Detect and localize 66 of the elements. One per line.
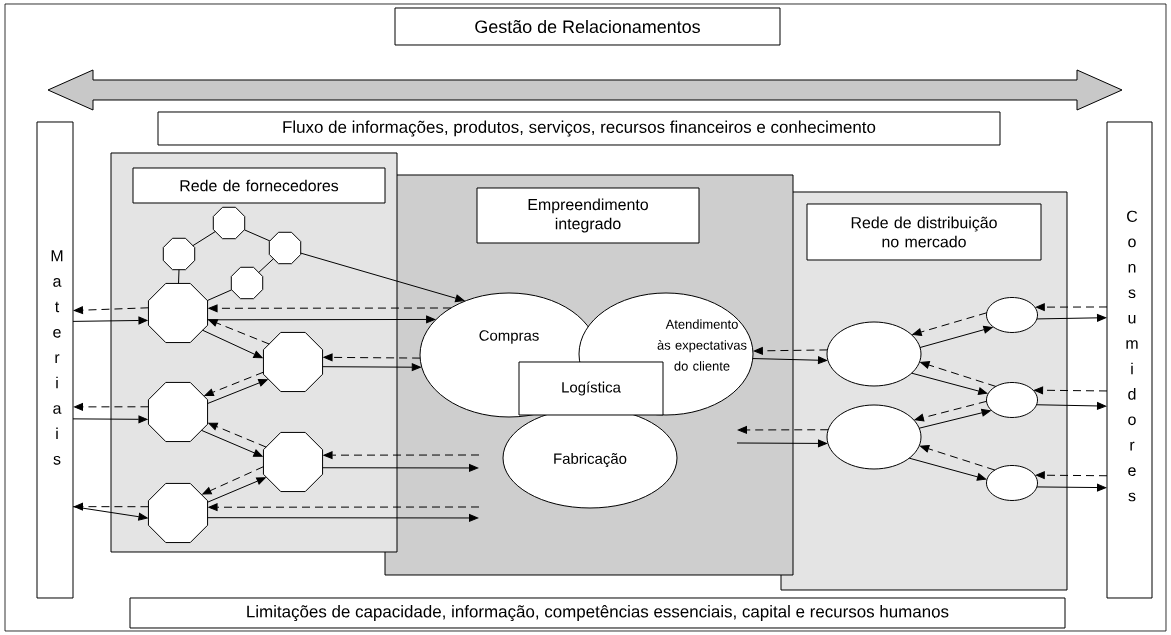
dashed-arrow — [323, 353, 421, 362]
connector-line — [243, 229, 271, 242]
dashed-arrow — [208, 319, 270, 345]
dashed-arrow — [1035, 471, 1108, 480]
arrow — [736, 439, 828, 448]
heading-box: Empreendimento integrado — [476, 187, 700, 244]
arrow — [322, 363, 421, 372]
arrow — [202, 329, 263, 359]
arrow — [72, 316, 148, 325]
double-arrow — [47, 69, 1123, 111]
ellipse — [986, 297, 1038, 333]
heading-box: Rede de distribuição no mercado — [806, 203, 1042, 261]
arrow — [752, 356, 828, 365]
arrow — [207, 514, 479, 522]
arrow — [1036, 313, 1107, 322]
dashed-arrow — [920, 361, 997, 387]
dashed-arrow — [1035, 303, 1108, 311]
label-box: Logística — [518, 361, 664, 416]
arrow — [207, 379, 268, 404]
arrow — [1036, 402, 1107, 410]
arrow — [201, 429, 263, 457]
ellipse — [986, 382, 1038, 418]
connector-line — [178, 269, 180, 284]
octagon — [147, 482, 209, 544]
arrow — [918, 408, 991, 429]
label-box: Fluxo de informações, produtos, serviços, recursos financeiros e conhecimento — [157, 111, 1001, 146]
dashed-arrow — [208, 503, 480, 512]
arrow — [1036, 483, 1107, 492]
arrow — [908, 457, 987, 481]
dashed-arrow — [73, 502, 149, 511]
vertical-label-box: Materiais — [36, 121, 74, 599]
dashed-arrow — [1033, 386, 1108, 395]
arrow — [207, 315, 436, 324]
dashed-arrow — [323, 451, 480, 460]
arrow — [322, 464, 479, 472]
connector-line — [258, 258, 274, 273]
arrow — [207, 477, 266, 503]
dashed-arrow — [912, 312, 988, 336]
ellipse — [826, 321, 922, 387]
dashed-arrow — [73, 403, 149, 411]
octagon — [147, 381, 209, 443]
ellipse — [986, 465, 1038, 501]
dashed-arrow — [920, 444, 996, 471]
dashed-arrow — [204, 371, 264, 397]
heading-box: Rede de fornecedores — [132, 167, 386, 204]
octagon — [262, 331, 324, 393]
connector-line — [192, 231, 216, 247]
connector-line — [206, 289, 233, 302]
octagon — [147, 282, 209, 344]
arrow — [72, 415, 148, 424]
vertical-label-box: Consumidores — [1106, 121, 1153, 599]
dashed-arrow — [73, 306, 149, 315]
arrow — [72, 506, 148, 521]
dashed-arrow — [737, 426, 829, 434]
octagon — [262, 431, 324, 493]
arrow — [300, 252, 465, 303]
ellipse — [826, 404, 922, 470]
label-box: Gestão de Relacionamentos — [394, 7, 781, 46]
arrow — [911, 372, 988, 395]
dashed-arrow — [208, 304, 452, 313]
dashed-arrow — [914, 400, 988, 422]
dashed-arrow — [208, 422, 267, 448]
arrow — [919, 325, 993, 348]
dashed-arrow — [753, 346, 828, 355]
label-box: Limitações de capacidade, informação, competências essenciais, capital e recursos humanos — [129, 597, 1066, 629]
dashed-arrow — [202, 466, 264, 495]
